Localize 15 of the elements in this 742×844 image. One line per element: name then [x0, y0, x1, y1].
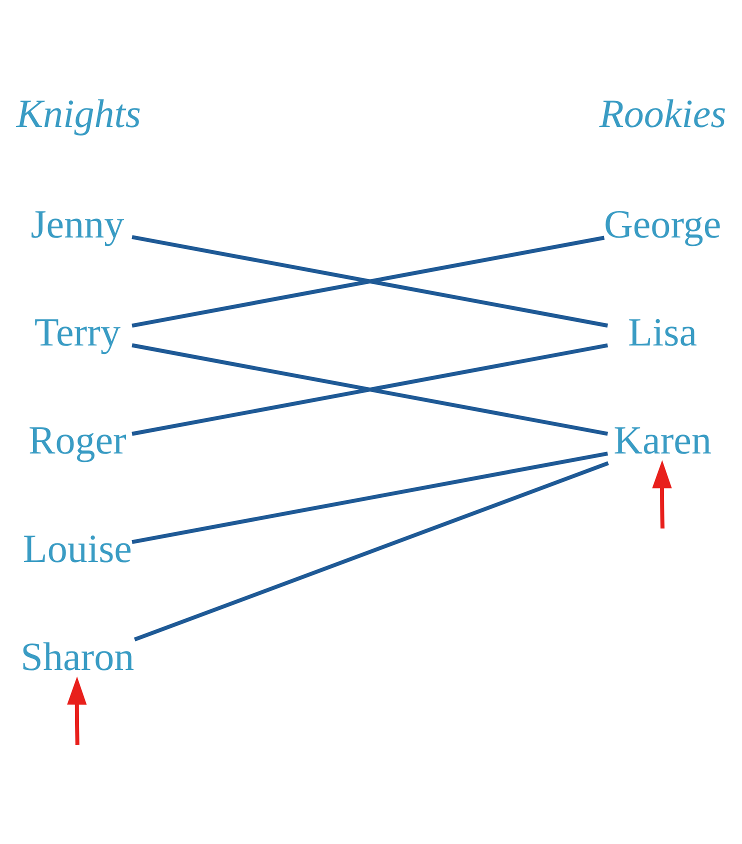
node-text: Lisa: [628, 309, 698, 354]
arrow: [652, 460, 672, 529]
node-text: George: [604, 201, 722, 246]
node-text: Terry: [34, 309, 121, 354]
arrow: [67, 676, 87, 745]
node-text: Jenny: [30, 201, 124, 246]
connector: [132, 343, 608, 436]
node-text: Louise: [22, 526, 132, 571]
node-text: Roger: [28, 418, 126, 463]
connector: [134, 461, 609, 642]
node-text: Karen: [614, 418, 712, 463]
label: Knights: [16, 91, 141, 136]
connector: [132, 452, 608, 544]
label: Rookies: [599, 91, 726, 136]
node-text: Sharon: [20, 634, 134, 680]
